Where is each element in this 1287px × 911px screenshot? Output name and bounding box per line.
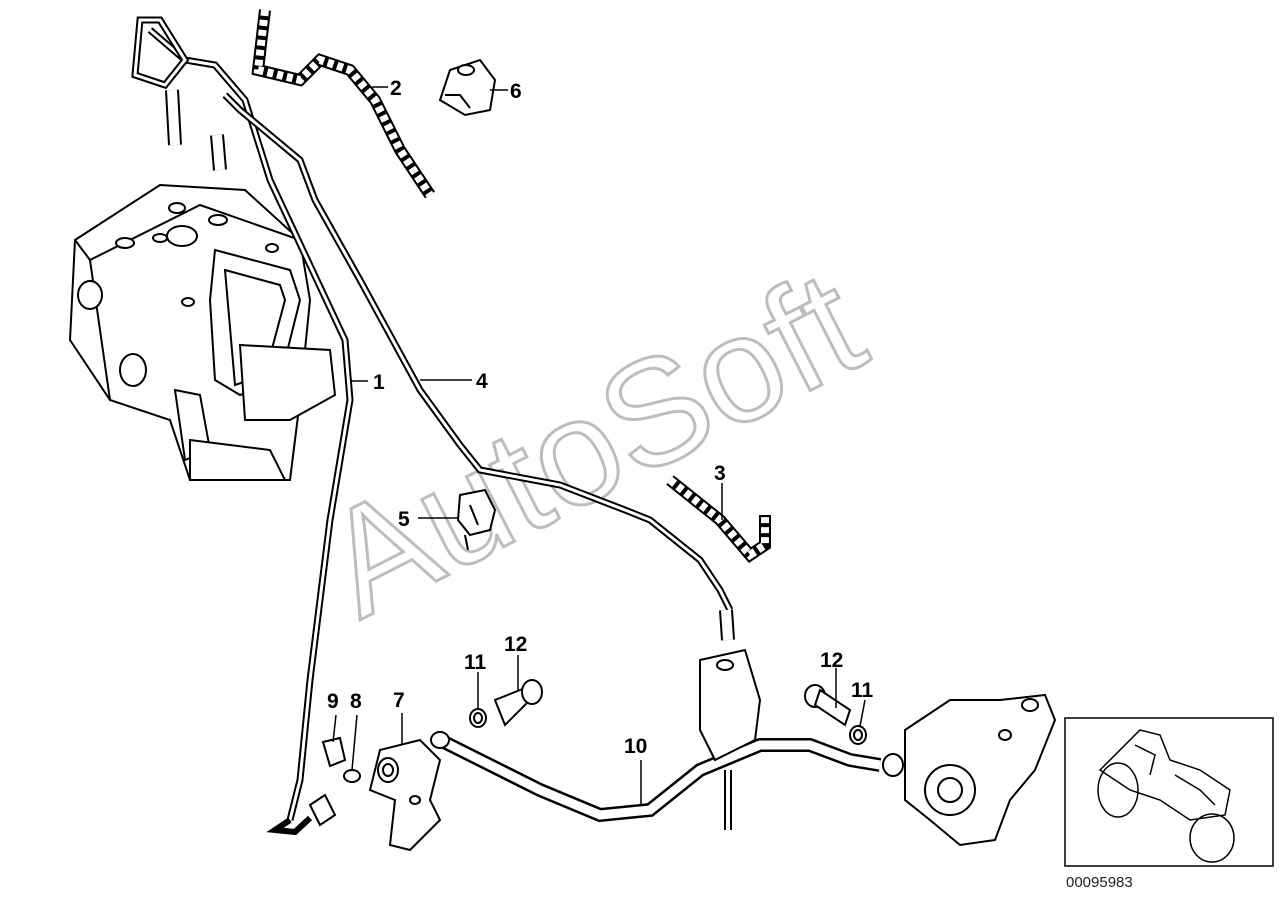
banjo-bolt-12-left — [493, 679, 543, 727]
washer-11-right — [849, 725, 867, 745]
callout-7: 7 — [393, 689, 405, 712]
callout-5: 5 — [398, 508, 410, 531]
callout-4: 4 — [476, 370, 488, 393]
callouts: 1 2 3 4 5 6 7 8 9 10 11 12 11 12 — [327, 77, 874, 805]
callout-1: 1 — [373, 371, 385, 394]
callout-6: 6 — [510, 80, 522, 103]
watermark: AutoSoft — [298, 238, 887, 649]
callout-12-left: 12 — [504, 633, 527, 656]
washer-11-left — [469, 708, 487, 728]
motorcycle-inset — [1064, 717, 1274, 867]
callout-12-right: 12 — [820, 649, 843, 672]
banjo-bolt-12-right — [804, 684, 852, 727]
callout-8: 8 — [350, 690, 362, 713]
bracket-7 — [368, 738, 442, 852]
clip-6 — [438, 58, 497, 117]
brake-line-4 — [210, 92, 735, 641]
callout-11-right: 11 — [851, 679, 874, 702]
junction-piece — [699, 648, 762, 830]
protective-sleeve-3 — [666, 475, 771, 563]
callout-10: 10 — [624, 735, 647, 758]
washer-8 — [343, 769, 361, 783]
callout-2: 2 — [390, 77, 402, 100]
callout-3: 3 — [714, 462, 726, 485]
brake-hose-10 — [430, 731, 904, 823]
callout-11-left: 11 — [464, 651, 487, 674]
holder-5 — [456, 488, 497, 551]
brake-line-1 — [131, 16, 354, 836]
diagram-number: 00095983 — [1066, 874, 1133, 891]
banjo-bolt-9 — [321, 736, 347, 768]
brake-caliper — [904, 693, 1057, 847]
abs-modulator-unit — [68, 183, 337, 481]
callout-9: 9 — [327, 690, 339, 713]
fitting-end — [308, 793, 337, 827]
protective-sleeve-2 — [251, 9, 435, 199]
